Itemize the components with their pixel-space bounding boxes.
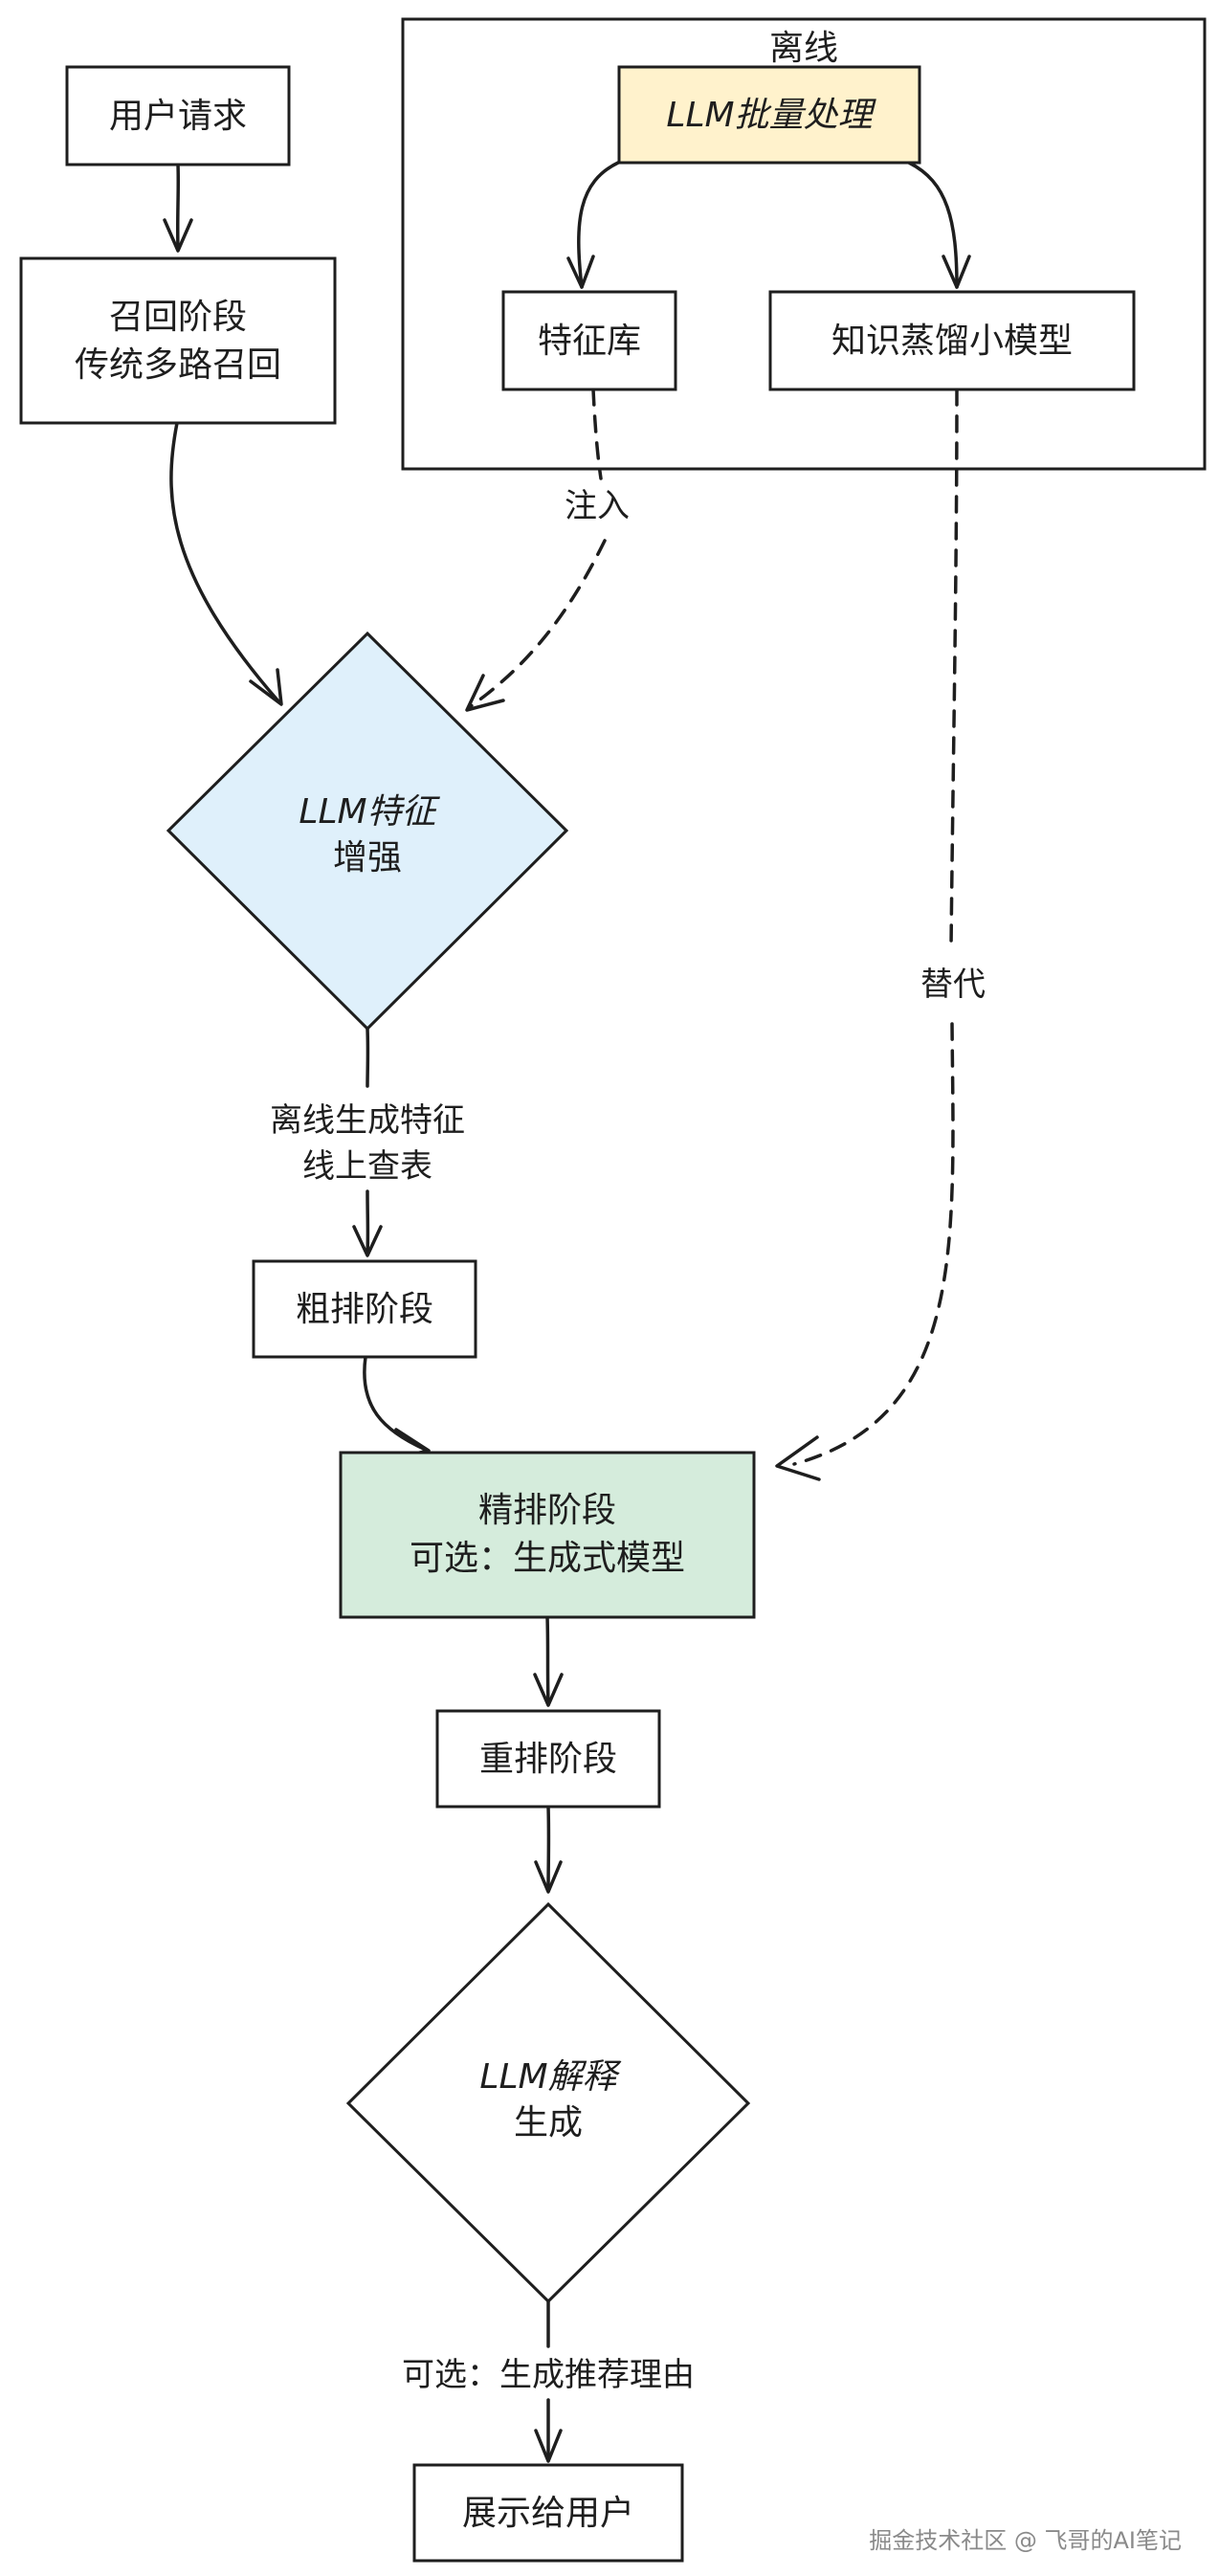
edge-batch-to-distill [907,161,959,289]
edge-user-to-recall [175,163,181,251]
node-recall [19,256,337,425]
arrow-head-replace [775,1435,821,1481]
node-distill-model [768,290,1136,391]
node-llm-explain-label-2: 生成 [514,2103,583,2143]
arrow-head-inject [465,674,505,712]
node-rerank-label: 重排阶段 [479,1740,617,1779]
arrow-head-coarse [352,1225,383,1257]
watermark: 掘金技术社区 @ 飞哥的AI笔记 [869,2527,1182,2554]
offline-group [401,17,1207,471]
edge-distill-replace-upper [949,388,959,949]
edge-distill-replace-lower [792,1022,955,1466]
node-recall-label-2: 传统多路召回 [75,345,281,385]
arrow-head-explain [534,1860,563,1894]
node-llm-batch-label: LLM批量处理 [666,96,876,135]
node-fine-rank-label-2: 可选：生成式模型 [410,1539,685,1578]
node-rerank [435,1709,661,1809]
edge-recall-to-llm-feature [169,421,281,704]
edge-coarse-to-fine [363,1355,428,1452]
node-llm-feature [166,631,569,1032]
arrow-head-feature-store [566,255,595,289]
arrow-head-show [534,2429,563,2463]
edge-label-inject: 注入 [565,487,630,525]
edge-fine-to-rerank [545,1615,550,1705]
node-coarse-rank [252,1259,477,1359]
edge-inject-to-llm-feature [469,539,607,708]
node-user-request [65,65,291,167]
edge-label-offline-feature-1: 离线生成特征 [270,1101,465,1140]
edge-feature-store-inject [591,388,603,480]
node-llm-feature-label-1: LLM特征 [299,792,440,832]
node-llm-feature-label-2: 增强 [333,838,402,877]
node-llm-batch [617,65,921,165]
edge-label-replace: 替代 [920,966,986,1004]
node-show-user-label: 展示给用户 [462,2494,634,2533]
node-fine-rank-label-1: 精排阶段 [478,1491,616,1530]
node-llm-explain-label-1: LLM解释 [479,2057,621,2097]
node-user-request-label: 用户请求 [109,97,247,136]
node-llm-explain [345,1901,751,2304]
offline-group-title: 离线 [769,29,838,68]
arrow-head-llm-feature [249,668,283,706]
node-distill-model-label: 知识蒸馏小模型 [831,322,1073,361]
edge-label-offline-feature-2: 线上查表 [302,1147,432,1186]
arrow-head-rerank [533,1673,564,1707]
node-recall-label-1: 召回阶段 [109,298,247,337]
node-fine-rank [339,1451,756,1619]
edge-label-optional-reason: 可选：生成推荐理由 [402,2356,695,2394]
arrow-head-distill [942,255,971,289]
arrow-head-recall [163,218,193,253]
node-coarse-rank-label: 粗排阶段 [296,1290,433,1329]
node-show-user [412,2463,684,2563]
edge-batch-to-feature-store [577,161,620,289]
node-feature-store-label: 特征库 [538,322,641,361]
node-feature-store [501,290,677,391]
